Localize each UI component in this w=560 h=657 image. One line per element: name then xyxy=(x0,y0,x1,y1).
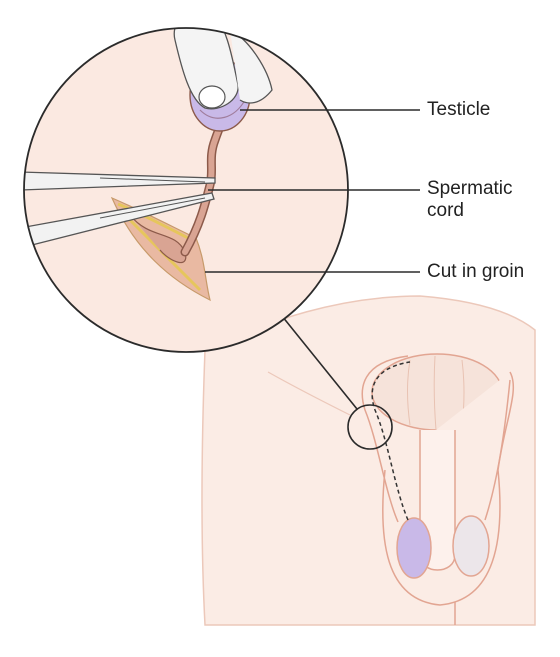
detail-marker-circle xyxy=(347,404,393,450)
lower-anatomy xyxy=(347,353,515,606)
lower-testicle-left xyxy=(396,517,432,579)
label-spermatic-cord-line1: Spermatic xyxy=(427,178,513,199)
lower-testicle-right xyxy=(452,515,490,577)
label-spermatic-cord: Spermatic cord xyxy=(427,178,513,222)
magnified-view xyxy=(23,27,349,353)
forceps-upper xyxy=(24,171,216,191)
magnifier-connector xyxy=(281,315,358,410)
label-testicle: Testicle xyxy=(427,99,491,120)
label-spermatic-cord-line2: cord xyxy=(427,200,464,221)
label-cut-in-groin: Cut in groin xyxy=(427,261,525,282)
fingernail xyxy=(198,85,226,109)
